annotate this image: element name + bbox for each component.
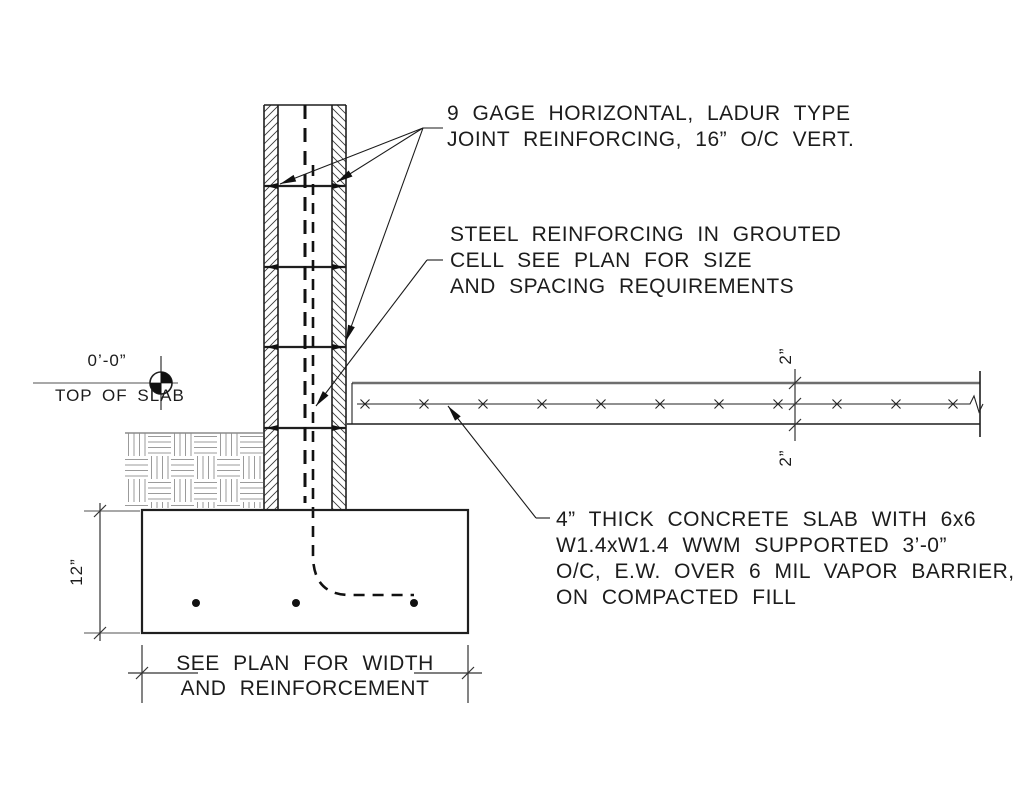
joint-note-leader-line: [336, 127, 424, 183]
grouted-cell-note: STEEL REINFORCING IN GROUTED CELL SEE PL…: [450, 222, 841, 300]
joint-wire-tick-right: [332, 344, 344, 350]
footing-width-note: SEE PLAN FOR WIDTH AND REINFORCEMENT: [160, 651, 450, 701]
datum-elevation-label: 0’-0”: [87, 351, 127, 370]
joint-wire-tick-right: [332, 425, 344, 431]
wwm-x-marker: [360, 399, 370, 409]
slab-note-line1: 4” THICK CONCRETE SLAB WITH 6x6: [556, 508, 977, 531]
grout-note-line1: STEEL REINFORCING IN GROUTED: [450, 223, 842, 246]
datum-quadrant-bottom-left: [150, 383, 161, 394]
dimension-tick: [788, 397, 802, 411]
footing-rebar-dot: [410, 599, 418, 607]
wall-face-shell-right-hatch: [332, 105, 346, 510]
wwm-x-marker: [773, 399, 783, 409]
joint-wire-tick-left: [266, 183, 278, 189]
dimension-tick: [461, 666, 475, 680]
joint-wire-tick-left: [266, 264, 278, 270]
joint-wire-tick-left: [266, 344, 278, 350]
footing-rebar-dot: [292, 599, 300, 607]
wwm-x-marker: [655, 399, 665, 409]
joint-reinforcing-note: 9 GAGE HORIZONTAL, LADUR TYPE JOINT REIN…: [447, 101, 854, 153]
slab-break-symbol: [962, 394, 984, 414]
footing-width-line2: AND REINFORCEMENT: [180, 677, 430, 700]
slab-note-leader-line: [447, 405, 537, 519]
slab-note-leader-arrowhead: [448, 406, 461, 421]
joint-note-leader-arrowhead: [280, 174, 297, 184]
concrete-slab-note: 4” THICK CONCRETE SLAB WITH 6x6 W1.4xW1.…: [556, 507, 1015, 611]
datum-quadrant-top-right: [161, 372, 172, 383]
dimension-tick: [788, 376, 802, 390]
slab-note-line3: O/C, E.W. OVER 6 MIL VAPOR BARRIER,: [556, 560, 1015, 583]
joint-wire-tick-left: [266, 425, 278, 431]
slab-cover-bottom-dimension: 2”: [776, 449, 795, 467]
grout-note-leader-line: [315, 259, 428, 407]
wwm-x-marker: [714, 399, 724, 409]
joint-wire-tick-right: [332, 183, 344, 189]
dimension-tick: [93, 626, 107, 640]
wwm-x-marker: [478, 399, 488, 409]
footing-outline: [140, 508, 470, 635]
top-of-slab-label: TOP OF SLAB: [55, 386, 185, 405]
wwm-x-marker: [537, 399, 547, 409]
slab-note-line2: W1.4xW1.4 WWM SUPPORTED 3’-0”: [556, 534, 947, 557]
joint-wire-tick-right: [332, 264, 344, 270]
joint-note-line1: 9 GAGE HORIZONTAL, LADUR TYPE: [447, 102, 851, 125]
wall-face-shell-left-hatch: [264, 105, 278, 510]
slab-note-line4: ON COMPACTED FILL: [556, 586, 797, 609]
dimension-tick: [135, 666, 149, 680]
compacted-fill-hatch: [125, 433, 263, 508]
rebar-dashed-line: [311, 165, 414, 597]
footing-rebar-dot: [192, 599, 200, 607]
wwm-x-marker: [596, 399, 606, 409]
wwm-x-marker: [832, 399, 842, 409]
grout-note-leader-arrowhead: [316, 391, 329, 406]
footing-width-line1: SEE PLAN FOR WIDTH: [176, 652, 434, 675]
slab-cover-top-dimension: 2”: [776, 347, 795, 365]
dimension-tick: [788, 418, 802, 432]
grout-note-line2: CELL SEE PLAN FOR SIZE: [450, 249, 752, 272]
joint-note-leader-line: [345, 127, 424, 342]
joint-note-leader-line: [279, 127, 424, 185]
joint-note-line2: JOINT REINFORCING, 16” O/C VERT.: [447, 128, 855, 151]
footing-depth-dimension: 12”: [67, 558, 86, 586]
wwm-x-marker: [891, 399, 901, 409]
wwm-x-marker: [419, 399, 429, 409]
wwm-x-marker: [948, 399, 958, 409]
dimension-tick: [93, 504, 107, 518]
joint-note-leader-arrowhead: [337, 170, 353, 182]
grout-note-line3: AND SPACING REQUIREMENTS: [450, 275, 795, 298]
joint-note-leader-arrowhead: [346, 324, 355, 341]
